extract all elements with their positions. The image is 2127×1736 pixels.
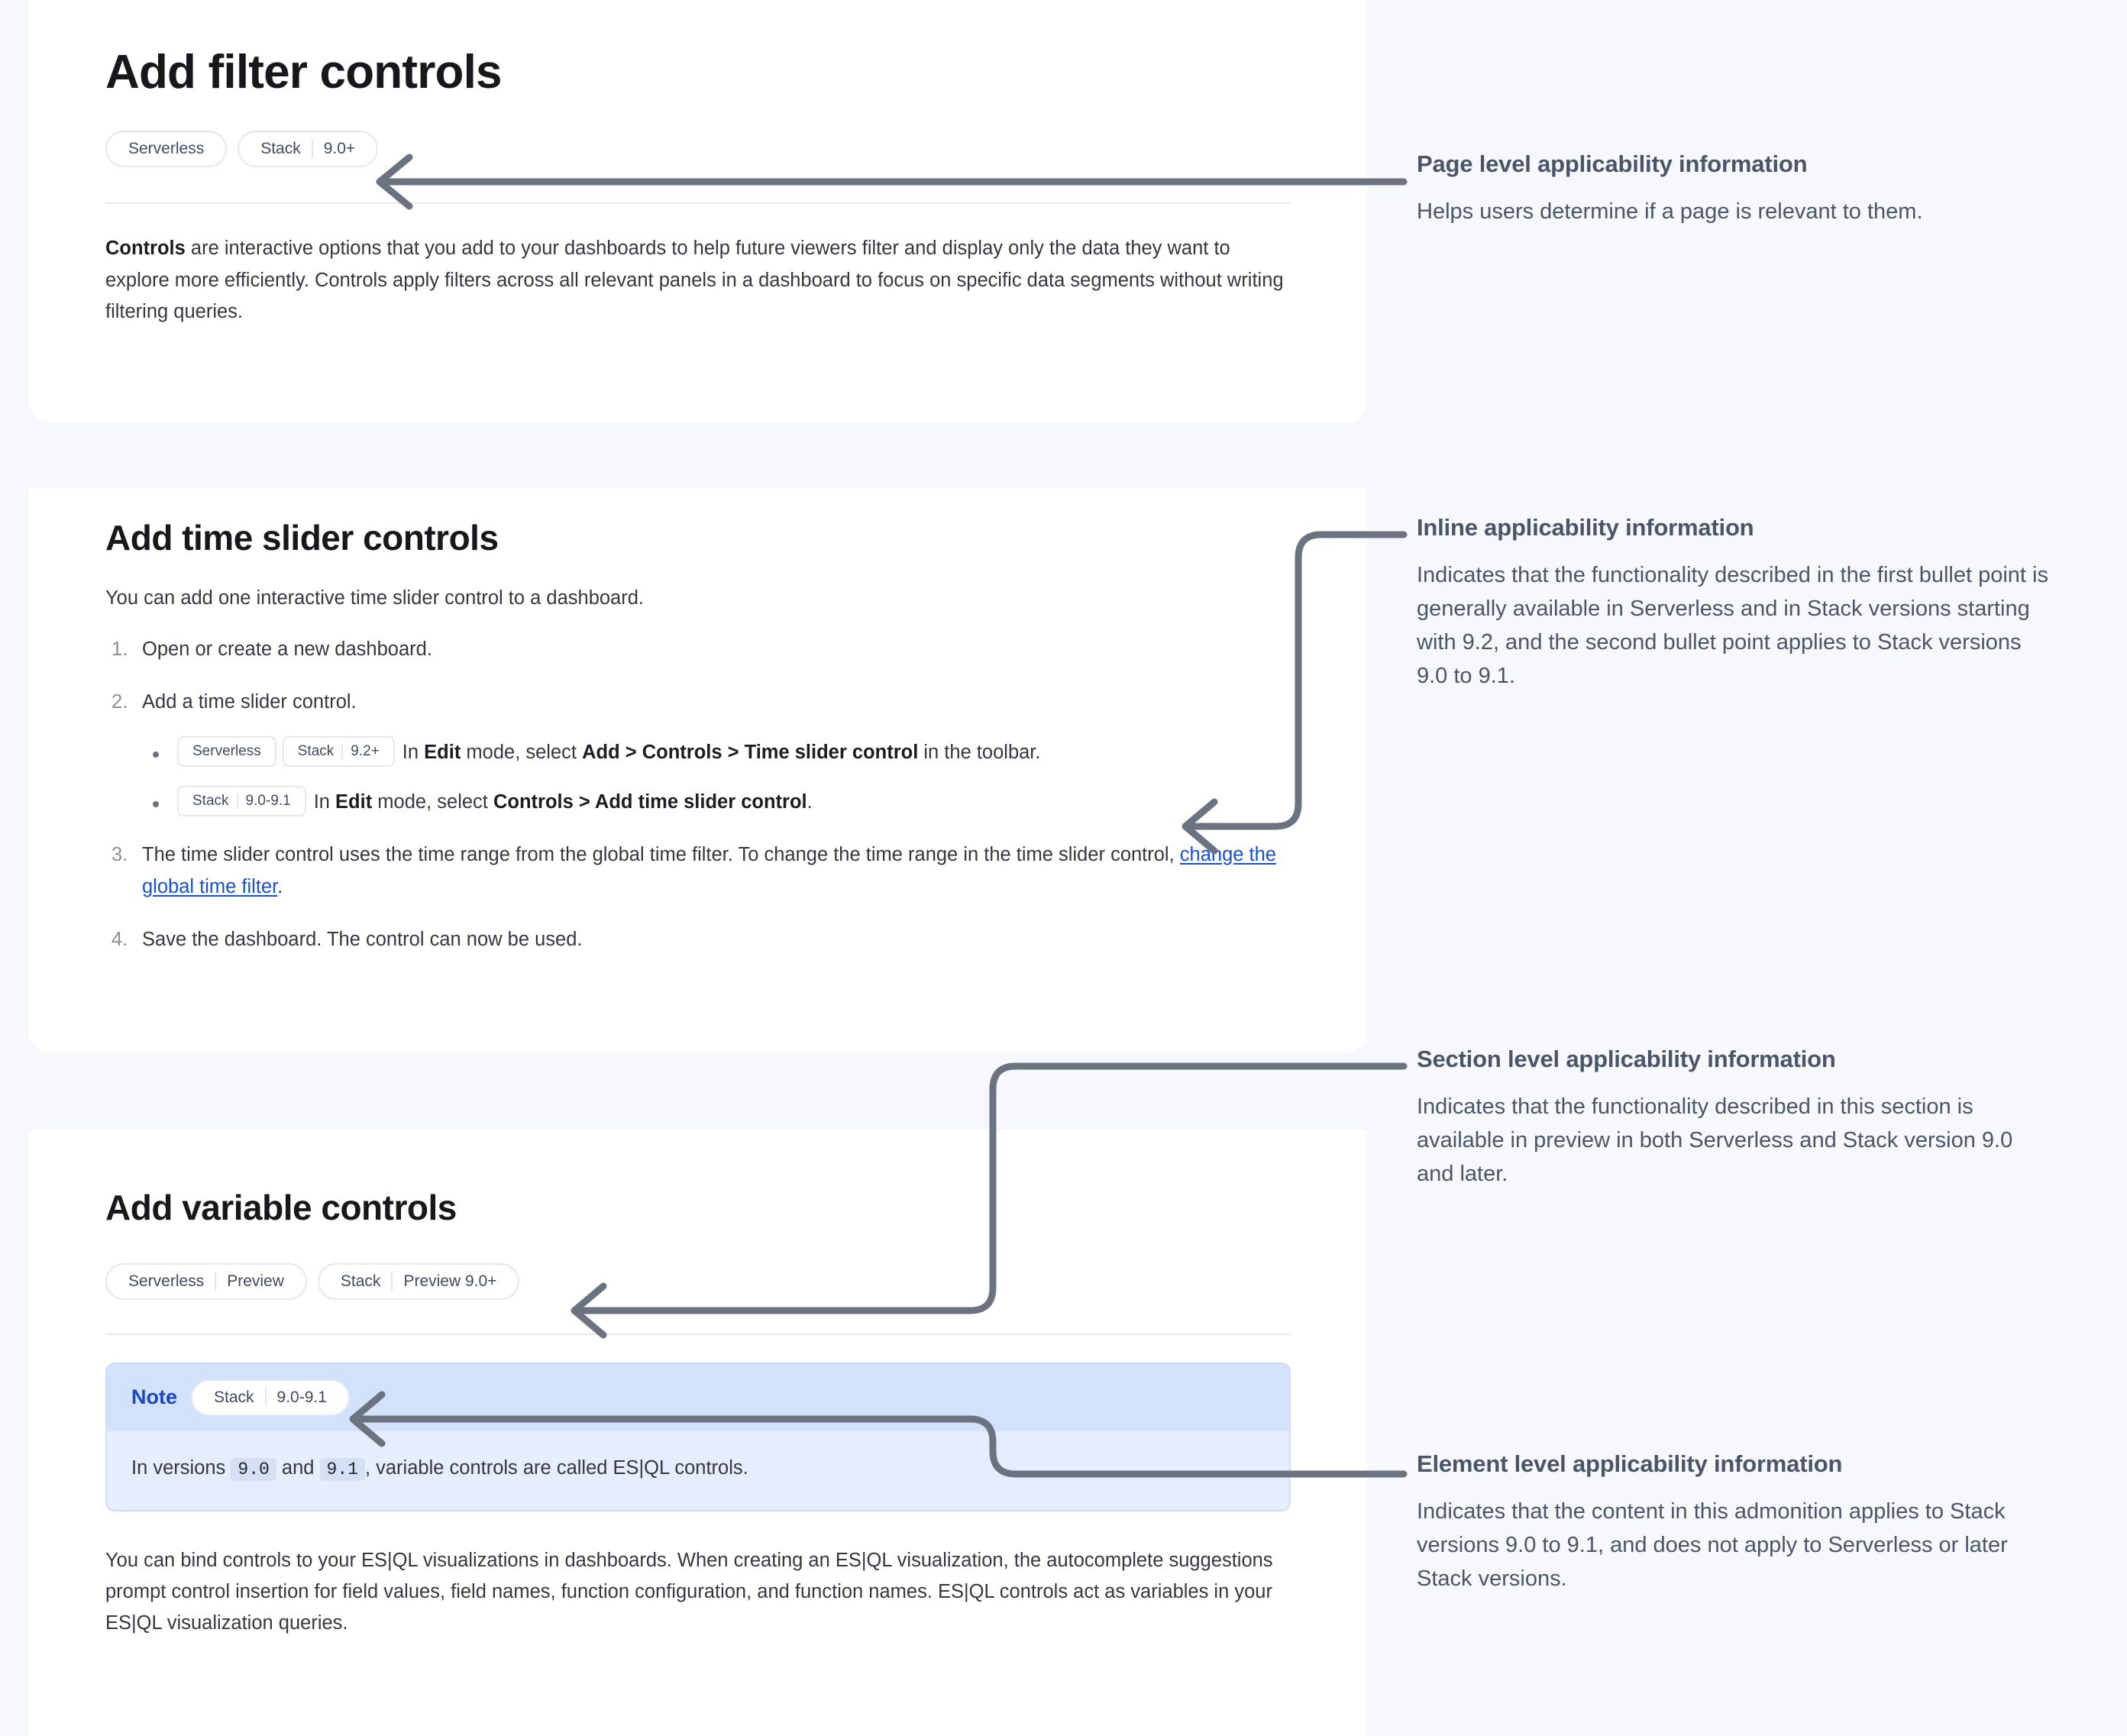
- step-item: Open or create a new dashboard.: [105, 634, 1291, 666]
- applicability-badge[interactable]: Serverless: [177, 736, 276, 768]
- applicability-badge[interactable]: Serverless Preview: [105, 1262, 307, 1300]
- badge-segment: 9.2+: [351, 742, 380, 759]
- sub-item-text: in the toolbar.: [918, 741, 1041, 763]
- badge-segment: Serverless: [192, 742, 261, 759]
- inline-code-version: 9.1: [319, 1457, 365, 1481]
- note-label: Note: [131, 1385, 177, 1409]
- badge-divider: [391, 1272, 393, 1291]
- time-slider-lead: You can add one interactive time slider …: [105, 587, 644, 609]
- applicability-badge[interactable]: Stack Preview 9.0+: [317, 1262, 520, 1300]
- time-slider-section-title: Add time slider controls: [105, 518, 499, 558]
- time-slider-section-card: Add time slider controls You can add one…: [29, 449, 1367, 1052]
- note-text: In versions: [131, 1456, 231, 1479]
- note-body: In versions 9.0 and 9.1, variable contro…: [107, 1431, 1289, 1510]
- annotation-element-level: Element level applicability information …: [1417, 1450, 2058, 1595]
- sub-item-text: .: [807, 791, 813, 813]
- step-text-tail: .: [277, 875, 283, 897]
- inline-applicability-badges: Serverless Stack 9.2+: [177, 736, 395, 768]
- badge-segment: 9.0-9.1: [276, 1388, 327, 1406]
- badge-divider: [215, 1272, 217, 1291]
- page-applicability-badges: Serverless Stack 9.0+: [105, 131, 1291, 168]
- badge-segment: 9.0-9.1: [245, 793, 291, 810]
- badge-divider: [341, 744, 344, 760]
- annotation-title: Inline applicability information: [1417, 514, 1754, 541]
- badge-segment: Preview 9.0+: [403, 1272, 497, 1290]
- note-header: Note Stack 9.0-9.1: [107, 1363, 1289, 1431]
- ui-path-term: Controls: [642, 741, 722, 763]
- ui-path-term: >: [573, 791, 595, 813]
- badge-segment: Stack: [340, 1272, 381, 1290]
- note-text: , variable controls are called ES|QL con…: [364, 1456, 748, 1479]
- badge-divider: [264, 1388, 267, 1407]
- annotation-page-level: Page level applicability information Hel…: [1417, 150, 2058, 228]
- sub-item-text: mode, select: [461, 741, 583, 763]
- annotation-inline-level: Inline applicability information Indicat…: [1417, 513, 2058, 693]
- time-slider-steps-list: Open or create a new dashboard. Add a tim…: [105, 634, 1291, 955]
- variable-closing-paragraph: You can bind controls to your ES|QL visu…: [105, 1549, 1273, 1634]
- annotation-title: Element level applicability information: [1417, 1450, 1843, 1477]
- ui-path-term: Add time slider control: [594, 791, 807, 813]
- note-applicability-badges: Stack 9.0-9.1: [191, 1379, 350, 1416]
- sub-item-text: In: [402, 741, 425, 763]
- applicability-badge[interactable]: Stack 9.0-9.1: [177, 786, 306, 817]
- applicability-badge[interactable]: Stack 9.0+: [238, 131, 379, 168]
- annotation-body: Helps users determine if a page is relev…: [1417, 199, 1923, 225]
- annotation-title: Page level applicability information: [1417, 150, 1808, 177]
- badge-segment: Stack: [260, 140, 301, 158]
- page-title: Add filter controls: [105, 46, 503, 99]
- applicability-badge[interactable]: Serverless: [105, 131, 228, 168]
- badge-segment: Serverless: [128, 1272, 205, 1290]
- ui-path-term: Time slider control: [744, 741, 919, 763]
- annotation-body: Indicates that the functionality describ…: [1417, 563, 2048, 689]
- sub-list-item: Stack 9.0-9.1 In Edit mode, select Control…: [142, 786, 1291, 818]
- annotation-body: Indicates that the content in this admon…: [1417, 1499, 2008, 1592]
- inline-applicability-badges: Stack 9.0-9.1: [177, 786, 306, 817]
- ui-path-term: Controls: [493, 791, 574, 813]
- variable-section-title: Add variable controls: [105, 1188, 457, 1227]
- applicability-badge[interactable]: Stack 9.0-9.1: [191, 1379, 350, 1416]
- step-text: Open or create a new dashboard.: [142, 638, 432, 661]
- badge-segment: Serverless: [128, 140, 205, 158]
- step-item: Save the dashboard. The control can now …: [105, 924, 1291, 956]
- step-text: Save the dashboard. The control can now …: [142, 928, 583, 950]
- intro-rest: are interactive options that you add to …: [105, 238, 1284, 323]
- sub-item-text: mode, select: [372, 791, 493, 813]
- badge-segment: 9.0+: [323, 140, 356, 158]
- section-applicability-badges: Serverless Preview Stack Preview 9.0+: [105, 1262, 1291, 1300]
- ui-path-term: >: [619, 741, 642, 763]
- sub-item-text: In: [313, 791, 336, 813]
- badge-segment: Stack: [297, 742, 335, 759]
- applicability-badge[interactable]: Stack 9.2+: [282, 736, 395, 768]
- annotation-title: Section level applicability information: [1417, 1046, 1836, 1072]
- intro-paragraph: Controls are interactive options that yo…: [105, 233, 1291, 328]
- global-time-filter-link[interactable]: change the global time filter: [142, 844, 1276, 897]
- ui-path-term: Add: [582, 741, 620, 763]
- note-admonition: Note Stack 9.0-9.1 In versions 9.0 and 9.…: [105, 1362, 1291, 1511]
- ui-path-term: Edit: [424, 741, 461, 763]
- badge-segment: Stack: [192, 793, 229, 810]
- note-text: and: [276, 1456, 320, 1479]
- inline-code-version: 9.0: [231, 1457, 276, 1481]
- intro-lead-term: Controls: [105, 238, 186, 260]
- variable-section-divider: [105, 1333, 1291, 1335]
- ui-path-term: >: [722, 741, 745, 763]
- step-text: Add a time slider control.: [142, 691, 357, 713]
- step-text: The time slider control uses the time ra…: [142, 844, 1180, 866]
- badge-segment: Preview: [227, 1272, 284, 1290]
- badge-segment: Stack: [214, 1388, 254, 1406]
- badge-divider: [236, 794, 238, 810]
- badge-divider: [311, 140, 313, 159]
- ui-path-term: Edit: [335, 791, 373, 813]
- header-divider: [105, 202, 1291, 205]
- annotation-body: Indicates that the functionality describ…: [1417, 1094, 2013, 1187]
- annotation-section-level: Section level applicability information …: [1417, 1045, 2058, 1191]
- step-item: The time slider control uses the time ra…: [105, 839, 1291, 903]
